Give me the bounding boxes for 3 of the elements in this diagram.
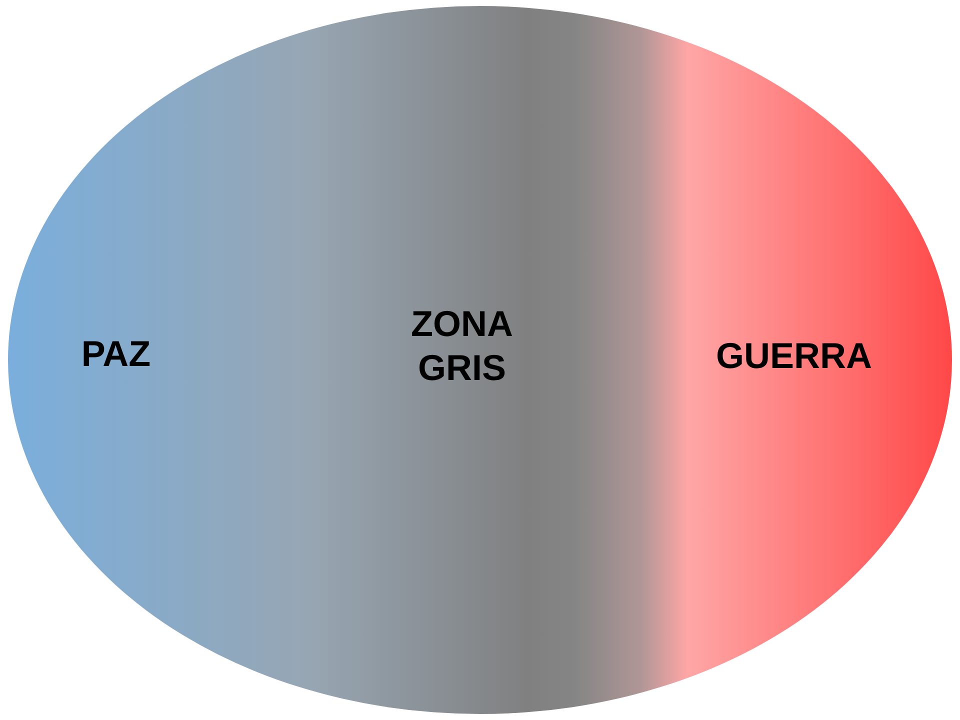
region-label: PAZ xyxy=(81,332,151,376)
region-label: ZONA GRIS xyxy=(410,302,514,390)
region-label: GUERRA xyxy=(716,334,872,378)
